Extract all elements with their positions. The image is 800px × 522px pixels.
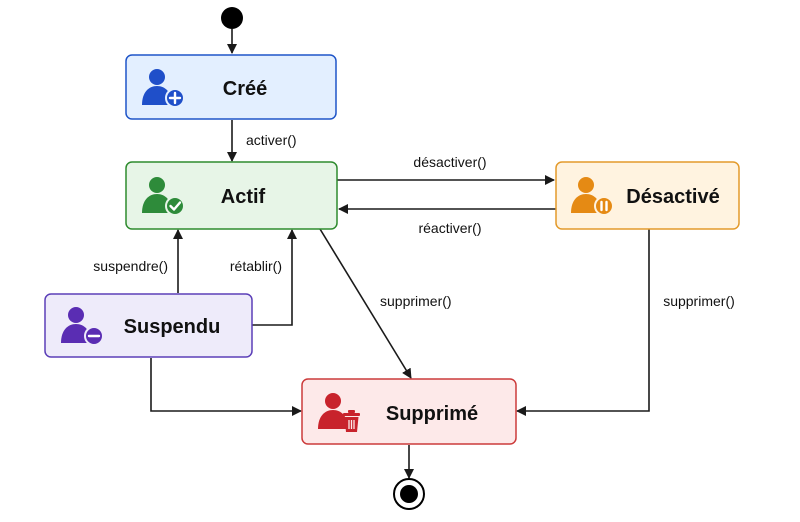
label-retablir: rétablir() [230, 258, 282, 274]
state-cree-label: Créé [223, 78, 267, 100]
user-check-icon [142, 177, 185, 216]
state-supprime: Supprimé [301, 378, 517, 445]
label-suspendre: suspendre() [93, 258, 168, 274]
label-supprimer-actif: supprimer() [380, 293, 452, 309]
arrow-retablir [252, 229, 297, 326]
final-state-dot [400, 485, 418, 503]
arrow-supprimer-desactive [516, 229, 650, 416]
state-desactive: Désactivé [555, 161, 740, 230]
user-add-icon [142, 69, 185, 108]
arrow-supprimer-actif [319, 228, 412, 379]
label-reactiver: réactiver() [418, 220, 481, 236]
label-desactiver: désactiver() [413, 154, 486, 170]
user-delete-icon [318, 393, 360, 432]
user-remove-icon [61, 307, 104, 346]
state-desactive-label: Désactivé [626, 186, 719, 208]
state-supprime-label: Supprimé [386, 403, 478, 425]
state-actif-label: Actif [221, 186, 266, 208]
arrow-supprimer-suspendu [150, 358, 302, 416]
label-supprimer-desactive: supprimer() [663, 293, 735, 309]
state-actif: Actif [125, 161, 338, 230]
initial-state [221, 7, 243, 29]
state-suspendu-label: Suspendu [124, 316, 221, 338]
label-activer: activer() [246, 132, 297, 148]
state-cree: Créé [125, 54, 337, 120]
state-suspendu: Suspendu [44, 293, 253, 358]
user-pause-icon [571, 177, 614, 216]
